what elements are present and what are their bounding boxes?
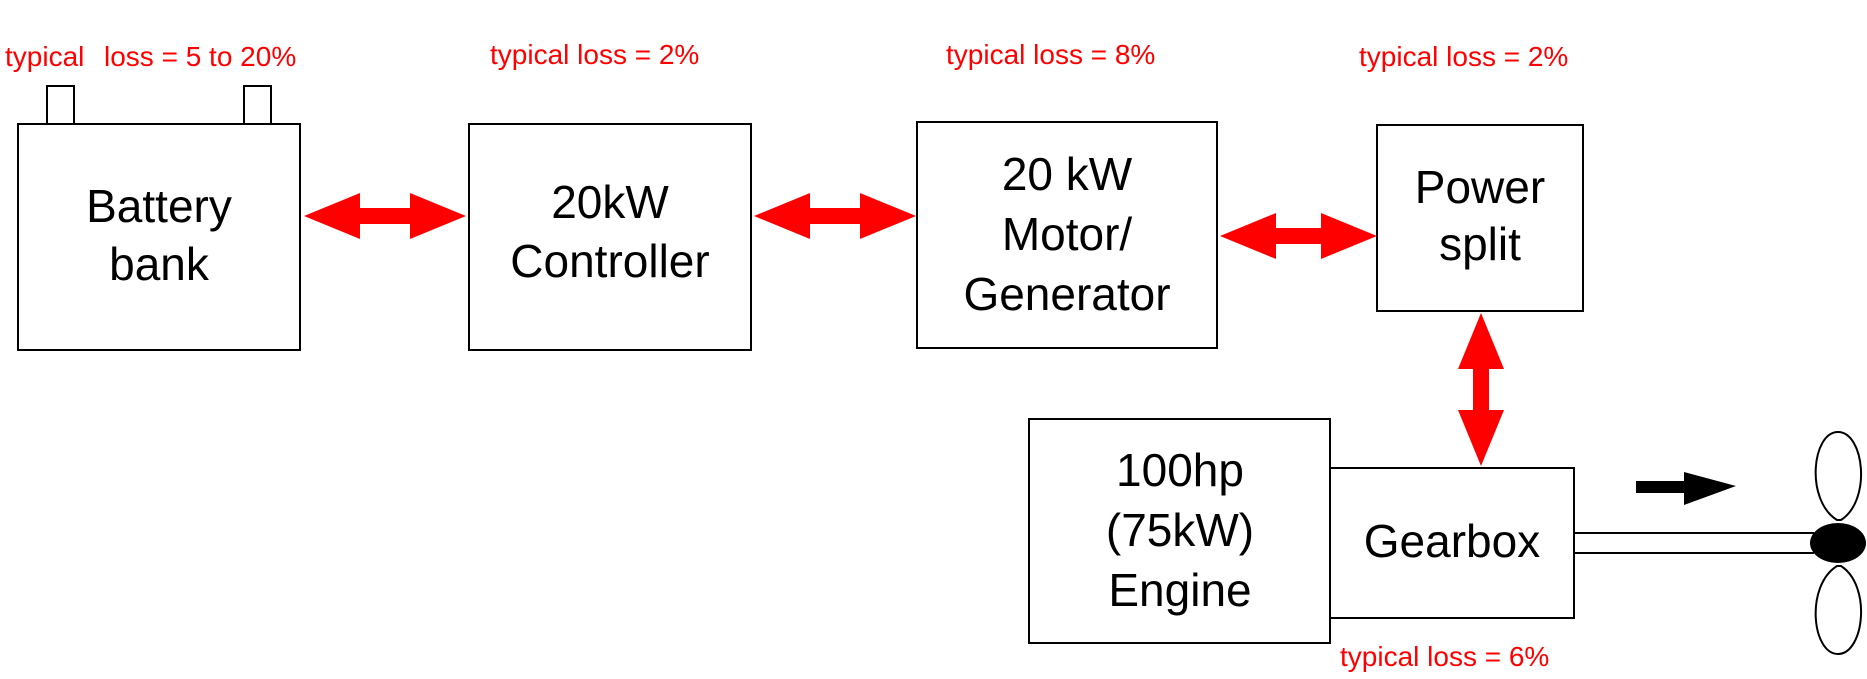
battery-loss-label: loss = 5 to 20% [104, 41, 296, 72]
gearbox-box [1329, 467, 1575, 619]
arrow-right-icon [1636, 472, 1736, 505]
controller-box [468, 123, 752, 351]
power-split-label-line2: split [1439, 218, 1521, 270]
engine-box [1028, 418, 1331, 644]
motor-label-line1: 20 kW [1002, 148, 1133, 200]
propeller-shaft [1574, 532, 1814, 554]
engine-block: 100hp (75kW) Engine [1028, 418, 1331, 644]
motor-label-line3: Generator [963, 268, 1170, 320]
power-split-box [1376, 124, 1584, 312]
battery-terminal-left [46, 85, 75, 125]
battery-bank-block: Battery bank [17, 85, 301, 351]
engine-label-line1: 100hp [1116, 444, 1244, 496]
battery-label-line1: Battery [86, 180, 232, 232]
gearbox-label: Gearbox [1364, 515, 1540, 567]
double-arrow-icon-battery-controller [304, 193, 466, 239]
motor-loss-label: typical loss = 8% [946, 39, 1155, 70]
controller-loss-label: typical loss = 2% [490, 39, 699, 70]
propeller-icon [1810, 430, 1866, 656]
double-arrow-icon-powersplit-gearbox [1458, 313, 1504, 466]
battery-label-line2: bank [109, 238, 210, 290]
double-arrow-icon-motor-powersplit [1220, 213, 1377, 259]
controller-block: 20kW Controller [468, 123, 752, 351]
battery-loss-prefix: typical [5, 41, 84, 72]
controller-label-line2: Controller [510, 235, 709, 287]
battery-terminal-right [243, 85, 272, 125]
power-split-loss-label: typical loss = 2% [1359, 41, 1568, 72]
motor-generator-block: 20 kW Motor/ Generator [916, 121, 1218, 349]
gearbox-loss-label: typical loss = 6% [1340, 641, 1549, 672]
battery-body [17, 123, 301, 351]
motor-box [916, 121, 1218, 349]
double-arrow-icon-controller-motor [754, 193, 916, 239]
controller-label-line1: 20kW [551, 176, 669, 228]
power-split-label-line1: Power [1415, 161, 1545, 213]
engine-label-line2: (75kW) [1106, 504, 1254, 556]
motor-label-line2: Motor/ [1002, 208, 1133, 260]
gearbox-block: Gearbox [1329, 467, 1575, 619]
power-split-block: Power split [1376, 124, 1584, 312]
engine-label-line3: Engine [1108, 564, 1251, 616]
